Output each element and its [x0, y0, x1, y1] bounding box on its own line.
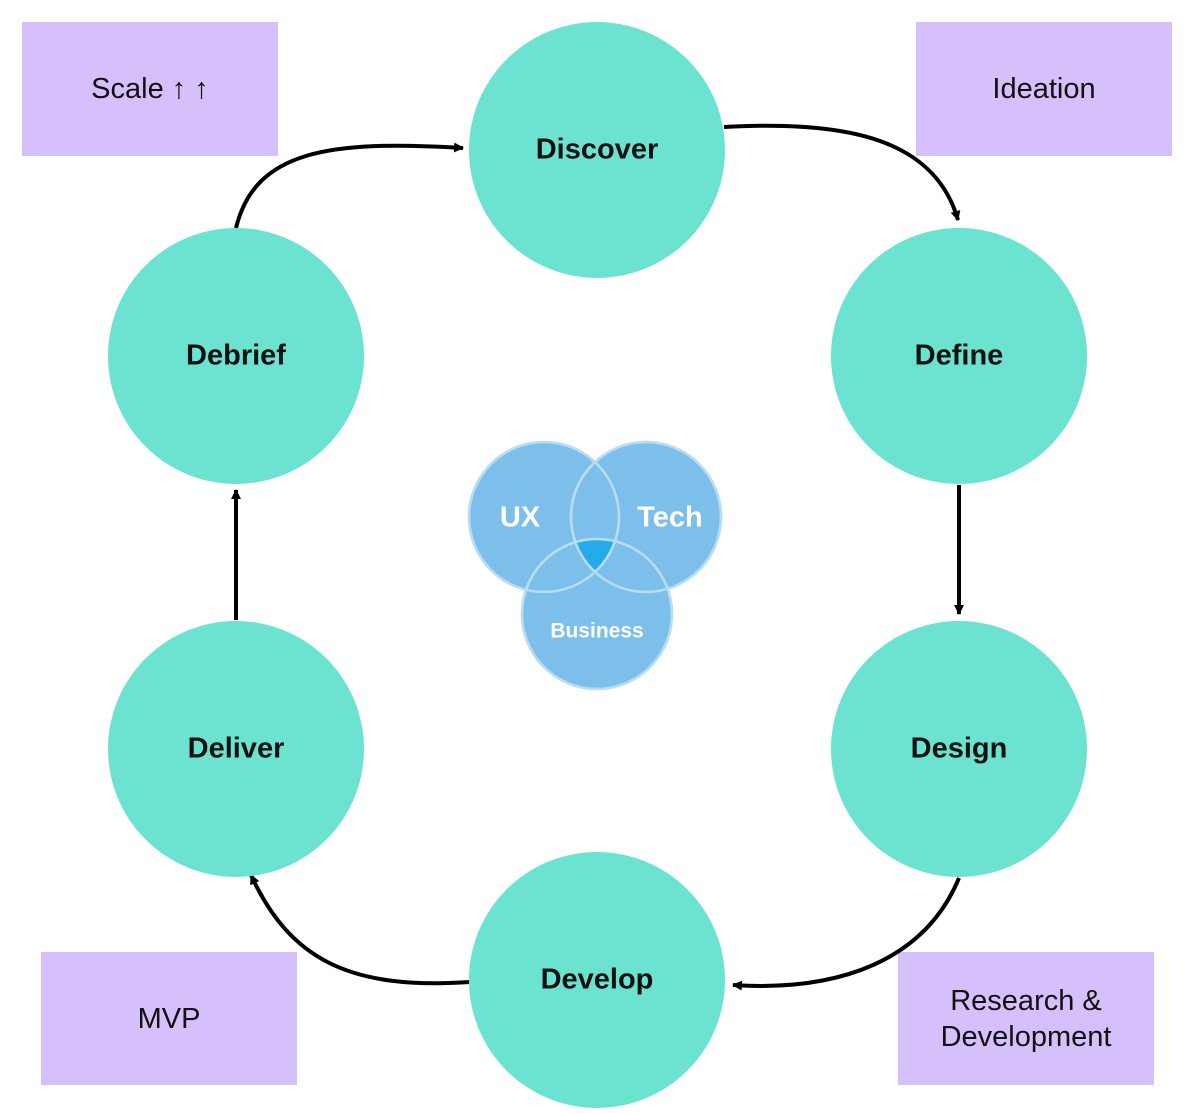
- stage-circle-debrief: [108, 228, 364, 484]
- stage-label-design: Design: [911, 733, 1008, 765]
- arrow-debrief-to-discover: [234, 142, 464, 229]
- stage-circle-define: [831, 228, 1087, 484]
- venn-outline-tech: [569, 440, 723, 594]
- venn-outline-ux: [467, 440, 621, 594]
- stage-circle-deliver: [108, 621, 364, 877]
- venn-label-ux: UX: [500, 502, 541, 534]
- stage-label-debrief: Debrief: [186, 340, 286, 372]
- phase-label-research-development: Research & Development: [941, 983, 1112, 1055]
- stage-debrief: Debrief: [108, 228, 364, 484]
- stage-design: Design: [831, 621, 1087, 877]
- stage-circle-discover: [469, 22, 725, 278]
- stage-label-discover: Discover: [536, 134, 659, 166]
- stage-circle-develop: [469, 852, 725, 1108]
- cycle-arrows: [231, 123, 964, 991]
- stage-label-deliver: Deliver: [188, 733, 285, 765]
- phase-label-mvp: MVP: [137, 1002, 201, 1035]
- venn-label-tech: Tech: [637, 502, 703, 534]
- venn-label-business: Business: [550, 620, 643, 643]
- phase-box-research-development: Research & Development: [898, 952, 1154, 1085]
- stage-label-develop: Develop: [541, 964, 654, 996]
- stage-label-define: Define: [915, 340, 1004, 372]
- phase-box-ideation: Ideation: [916, 22, 1172, 156]
- arrow-design-to-develop: [732, 877, 961, 991]
- phase-box-mvp: MVP: [41, 952, 297, 1085]
- phase-label-scale: Scale ↑ ↑: [91, 73, 209, 105]
- phase-label-development-line: Development: [940, 1020, 1112, 1053]
- phase-label-research-line: Research &: [950, 984, 1102, 1017]
- phase-label-ideation: Ideation: [992, 73, 1096, 105]
- phase-box-scale: Scale ↑ ↑: [22, 22, 278, 156]
- arrow-develop-to-deliver: [249, 874, 471, 986]
- stage-develop: Develop: [469, 852, 725, 1108]
- stage-deliver: Deliver: [108, 621, 364, 877]
- stage-discover: Discover: [469, 22, 725, 278]
- venn-diagram: UX Tech Business: [467, 440, 723, 691]
- venn-outline-business: [520, 537, 674, 691]
- stage-define: Define: [831, 228, 1087, 484]
- stage-circle-design: [831, 621, 1087, 877]
- arrow-discover-to-define: [723, 123, 961, 221]
